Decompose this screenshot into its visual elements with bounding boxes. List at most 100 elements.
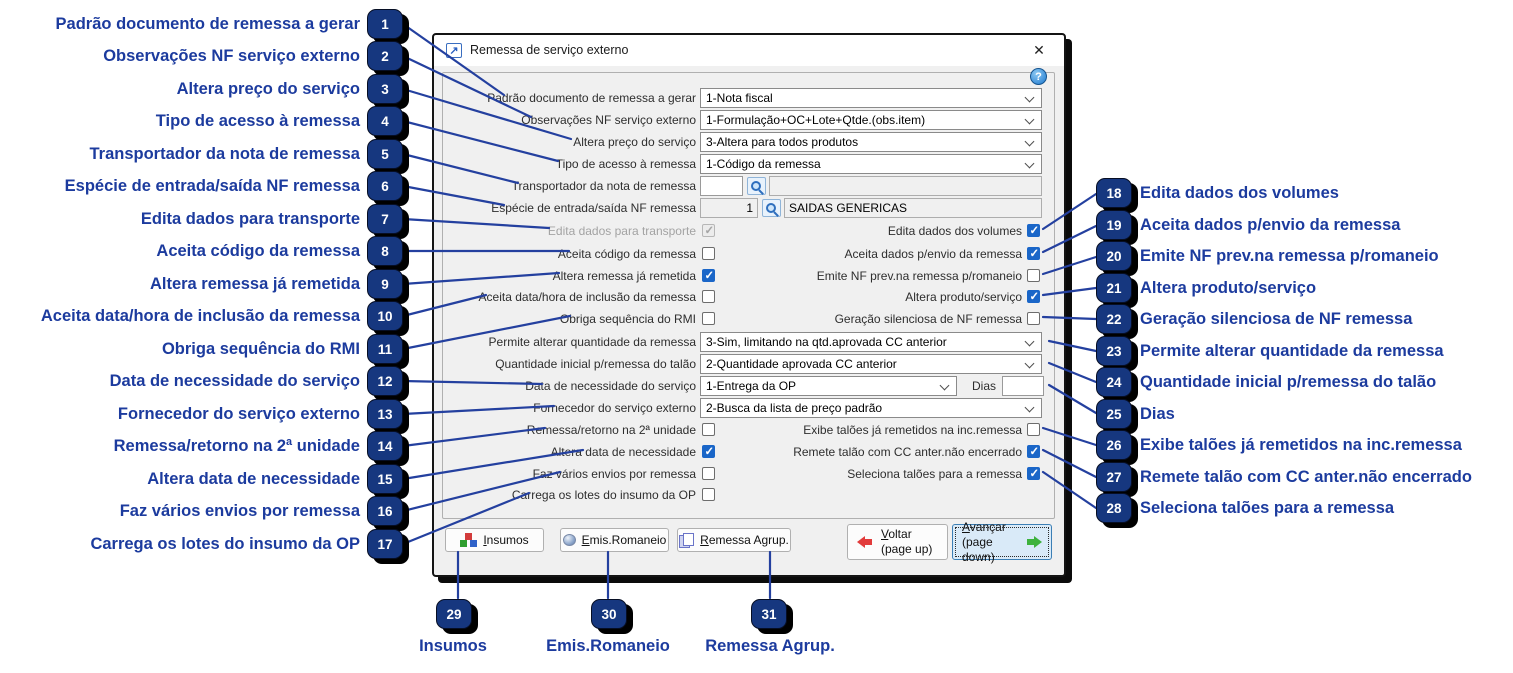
callout-label: Geração silenciosa de NF remessa <box>1140 309 1413 328</box>
padrao-documento-select[interactable]: 1-Nota fiscal <box>700 88 1042 108</box>
callout-label: Edita dados para transporte <box>140 209 360 228</box>
select-value: 1-Entrega da OP <box>706 379 797 393</box>
search-icon[interactable] <box>762 199 781 217</box>
form-row: Aceita código da remessa Aceita dados p/… <box>434 244 1064 264</box>
close-icon[interactable]: ✕ <box>1033 42 1045 58</box>
callout-number-badge: 31 <box>751 599 787 629</box>
callout-label: Aceita código da remessa <box>156 241 360 260</box>
data-necessidade-select[interactable]: 1-Entrega da OP <box>700 376 957 396</box>
emis-romaneio-button[interactable]: Emis.Romaneio <box>560 528 669 552</box>
search-icon[interactable] <box>747 177 766 195</box>
checkbox-altera-remessa-remetida[interactable] <box>702 268 715 282</box>
callout-number-badge: 28 <box>1096 493 1132 523</box>
checkbox-edita-dados-para-transporte <box>702 223 715 237</box>
callout-label: Obriga sequência do RMI <box>161 339 360 358</box>
field-label: Geração silenciosa de NF remessa <box>834 312 1022 326</box>
form-row: Aceita data/hora de inclusão da remessa … <box>434 287 1064 307</box>
form-row: Observações NF serviço externo 1-Formula… <box>434 110 1064 130</box>
especie-description-field: SAIDAS GENERICAS <box>784 198 1042 218</box>
qtd-inicial-select[interactable]: 2-Quantidade aprovada CC anterior <box>700 354 1042 374</box>
select-value: 2-Busca da lista de preço padrão <box>706 401 883 415</box>
checkbox-aceita-dados-envio[interactable] <box>1027 246 1040 260</box>
callout-number-badge: 25 <box>1096 399 1132 429</box>
window-title: Remessa de serviço externo <box>470 43 629 57</box>
callout-label: Seleciona talões para a remessa <box>1140 498 1395 517</box>
callout-number-badge: 5 <box>367 139 403 169</box>
checkbox-emite-nf-prev[interactable] <box>1027 269 1040 282</box>
checkbox-faz-varios-envios[interactable] <box>702 467 715 480</box>
checkbox-exibe-taloes-remetidos[interactable] <box>1027 423 1040 436</box>
callout-label: Insumos <box>419 637 487 655</box>
callout-number-badge: 12 <box>367 366 403 396</box>
checkbox-aceita-data-hora[interactable] <box>702 290 715 303</box>
altera-preco-select[interactable]: 3-Altera para todos produtos <box>700 132 1042 152</box>
chevron-down-icon <box>1024 336 1035 347</box>
callout-label: Espécie de entrada/saída NF remessa <box>64 176 360 195</box>
callout-label: Remete talão com CC anter.não encerrado <box>1140 467 1472 486</box>
callout-label: Aceita data/hora de inclusão da remessa <box>40 306 360 325</box>
form-row: Fornecedor do serviço externo 2-Busca da… <box>434 398 1064 418</box>
callout-label: Quantidade inicial p/remessa do talão <box>1140 372 1437 391</box>
callout-label: Altera data de necessidade <box>147 469 360 488</box>
checkbox-remessa-retorno-2a-unidade[interactable] <box>702 423 715 436</box>
callout-number-badge: 26 <box>1096 430 1132 460</box>
checkbox-aceita-codigo-remessa[interactable] <box>702 247 715 260</box>
checkbox-carrega-lotes-insumo[interactable] <box>702 488 715 501</box>
callout-26: 26 Exibe talões já remetidos na inc.remes… <box>1096 430 1462 460</box>
checkbox-seleciona-taloes[interactable] <box>1027 466 1040 480</box>
avancar-button[interactable]: Avançar (page down) <box>952 520 1052 564</box>
checkbox-obriga-sequencia-rmi[interactable] <box>702 312 715 325</box>
field-label: Aceita dados p/envio da remessa <box>844 247 1022 261</box>
especie-code-input[interactable]: 1 <box>700 198 758 218</box>
form-row: Quantidade inicial p/remessa do talão 2-… <box>434 354 1064 374</box>
field-label: Carrega os lotes do insumo da OP <box>511 488 696 502</box>
field-label: Observações NF serviço externo <box>521 113 696 127</box>
help-icon[interactable]: ? <box>1030 68 1047 85</box>
field-label: Espécie de entrada/saída NF remessa <box>491 201 696 215</box>
checkbox-edita-dados-dos-volumes[interactable] <box>1027 223 1040 237</box>
tipo-acesso-select[interactable]: 1-Código da remessa <box>700 154 1042 174</box>
select-value: 1-Código da remessa <box>706 157 821 171</box>
form-row: Altera preço do serviço 3-Altera para to… <box>434 132 1064 152</box>
field-label: Altera data de necessidade <box>550 445 696 459</box>
voltar-button[interactable]: Voltar (page up) <box>847 524 948 560</box>
field-label: Transportador da nota de remessa <box>511 179 696 193</box>
callout-label: Exibe talões já remetidos na inc.remessa <box>1140 435 1462 454</box>
field-label: Aceita código da remessa <box>557 247 696 261</box>
observacoes-nf-select[interactable]: 1-Formulação+OC+Lote+Qtde.(obs.item) <box>700 110 1042 130</box>
remessa-agrup-button[interactable]: Remessa Agrup. <box>677 528 791 552</box>
checkbox-altera-produto-servico[interactable] <box>1027 289 1040 303</box>
callout-number-badge: 18 <box>1096 178 1132 208</box>
button-label: Remessa Agrup. <box>700 533 789 547</box>
permite-alterar-qtd-select[interactable]: 3-Sim, limitando na qtd.aprovada CC ante… <box>700 332 1042 352</box>
field-label: Remessa/retorno na 2ª unidade <box>526 423 696 437</box>
checkbox-geracao-silenciosa[interactable] <box>1027 312 1040 325</box>
field-label: Aceita data/hora de inclusão da remessa <box>478 290 696 304</box>
dias-input[interactable] <box>1002 376 1044 396</box>
callout-number-badge: 6 <box>367 171 403 201</box>
dialog-remessa-servico-externo: ↗ Remessa de serviço externo ✕ ? Padrão … <box>432 33 1066 577</box>
field-label: Tipo de acesso à remessa <box>555 157 696 171</box>
form-row: Faz vários envios por remessa Seleciona … <box>434 464 1064 484</box>
checkbox-remete-talao-cc-anterior[interactable] <box>1027 444 1040 458</box>
callout-label: Data de necessidade do serviço <box>109 371 360 390</box>
transportador-code-input[interactable] <box>700 176 743 196</box>
fornecedor-select[interactable]: 2-Busca da lista de preço padrão <box>700 398 1042 418</box>
checkbox-altera-data-necessidade[interactable] <box>702 444 715 458</box>
insumos-button[interactable]: Insumos <box>445 528 544 552</box>
button-label: Insumos <box>483 533 529 547</box>
